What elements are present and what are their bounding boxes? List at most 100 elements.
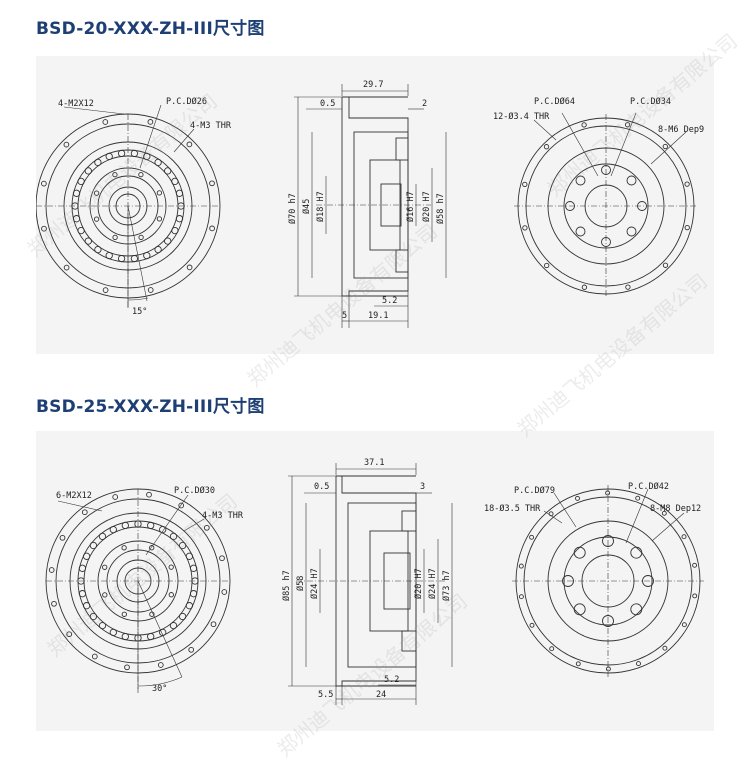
- bearing-ball: [121, 521, 129, 530]
- bearing-ball: [164, 167, 172, 175]
- mounting-hole: [147, 287, 154, 293]
- tapped-hole: [575, 226, 586, 237]
- side-dia-2: Ø45: [301, 199, 312, 214]
- through-hole: [635, 495, 641, 501]
- bearing-ball: [121, 632, 129, 641]
- back-pcd-outer: P.C.DØ79: [514, 485, 555, 496]
- mounting-hole: [124, 664, 130, 671]
- mounting-hole: [63, 264, 70, 271]
- through-hole: [575, 495, 580, 501]
- back-view: [512, 485, 704, 677]
- mounting-hole: [41, 180, 47, 187]
- mounting-hole: [186, 141, 193, 148]
- bearing-ball: [143, 251, 151, 260]
- side-dia-2: Ø58: [295, 576, 306, 591]
- bearing-ball: [147, 632, 155, 641]
- bearing-ball: [78, 590, 87, 598]
- front-holes-label: 4-M2X12: [58, 99, 94, 109]
- bearing-ball: [185, 602, 194, 610]
- bearing-ball: [77, 177, 85, 186]
- mounting-hole: [203, 524, 210, 531]
- bearing-ball: [82, 552, 91, 560]
- mounting-hole: [112, 494, 119, 500]
- bearing-ball: [175, 189, 184, 197]
- through-hole: [529, 622, 535, 628]
- inner-hole: [112, 171, 118, 178]
- side-dia-5: Ø20 H7: [421, 191, 432, 222]
- back-tap-label: 8-M6 Dep9: [658, 125, 704, 135]
- front-view: [45, 488, 231, 693]
- through-hole: [681, 622, 687, 628]
- bearing-ball: [147, 521, 155, 530]
- mounting-hole: [221, 589, 228, 595]
- tapped-hole: [573, 546, 586, 559]
- bearing-ball: [109, 628, 117, 637]
- side-bottom-3: 24: [376, 690, 386, 700]
- side-left-gap: 0.5: [314, 482, 329, 492]
- bearing-ball: [154, 158, 162, 167]
- bearing-ball: [178, 612, 187, 621]
- bearing-ball: [175, 215, 184, 223]
- bearing-ball: [178, 541, 187, 550]
- inner-hole: [121, 545, 127, 551]
- mounting-hole: [209, 180, 215, 187]
- side-dia-6: Ø58 h7: [435, 193, 446, 224]
- mounting-hole: [51, 600, 57, 607]
- front-angle-label: 30°: [152, 684, 167, 694]
- front-angle-label: 15°: [132, 307, 147, 317]
- mounting-hole: [209, 225, 215, 232]
- back-holes-label: 18-Ø3.5 THR: [484, 503, 541, 514]
- bearing-ball: [171, 177, 179, 186]
- title-bsd-25: BSD-25-XXX-ZH-III尺寸图: [36, 397, 265, 417]
- through-hole: [549, 646, 555, 652]
- mounting-hole: [102, 119, 109, 125]
- side-bottom-2: 5: [342, 311, 347, 321]
- through-hole: [681, 534, 687, 540]
- tapped-hole: [630, 603, 643, 616]
- tapped-hole: [626, 226, 637, 237]
- bearing-ball: [189, 564, 198, 572]
- mounting-hole: [178, 502, 185, 509]
- through-hole: [684, 181, 690, 187]
- front-thr-label: 4-M3 THR: [202, 511, 244, 521]
- side-bottom-1: 5.2: [382, 296, 397, 306]
- through-hole: [522, 225, 528, 231]
- side-total-width: 37.1: [364, 458, 384, 468]
- tapped-hole: [630, 546, 643, 559]
- tapped-hole: [562, 575, 574, 587]
- bearing-ball: [105, 251, 113, 260]
- through-hole: [522, 181, 528, 188]
- tapped-hole: [573, 603, 586, 616]
- front-pcd-label: P.C.DØ26: [166, 96, 207, 107]
- bearing-ball: [169, 621, 178, 630]
- through-hole: [692, 593, 698, 599]
- drawing-bsd-20: 4-M2X12 P.C.DØ26 4-M3 THR 15°: [36, 80, 704, 328]
- bearing-ball: [171, 226, 179, 235]
- through-hole: [581, 284, 588, 290]
- through-hole: [529, 534, 535, 540]
- side-total-width: 29.7: [363, 80, 383, 90]
- back-tap-label: 8-M8 Dep12: [650, 504, 701, 514]
- tapped-hole: [602, 615, 614, 627]
- side-view: [294, 84, 447, 328]
- through-hole: [636, 661, 641, 667]
- bearing-ball: [78, 564, 87, 572]
- inner-hole: [156, 190, 163, 196]
- mounting-hole: [66, 631, 73, 638]
- front-view: [36, 104, 221, 308]
- bearing-ball: [89, 612, 98, 621]
- drawing-panel-bsd-20: 4-M2X12 P.C.DØ26 4-M3 THR 15°: [36, 56, 714, 354]
- through-hole: [544, 262, 550, 269]
- through-hole: [662, 143, 668, 150]
- side-dia-3: Ø24 H7: [309, 568, 320, 599]
- inner-hole: [121, 611, 127, 617]
- mounting-hole: [188, 646, 195, 653]
- mounting-hole: [186, 264, 193, 271]
- side-dia-1: Ø70 h7: [287, 193, 298, 224]
- tapped-hole: [626, 175, 637, 186]
- side-left-gap: 0.5: [320, 99, 335, 109]
- back-pcd-inner: P.C.DØ34: [630, 96, 671, 107]
- mounting-hole: [146, 491, 152, 498]
- side-right-gap: 3: [420, 482, 425, 492]
- bearing-ball: [185, 552, 194, 560]
